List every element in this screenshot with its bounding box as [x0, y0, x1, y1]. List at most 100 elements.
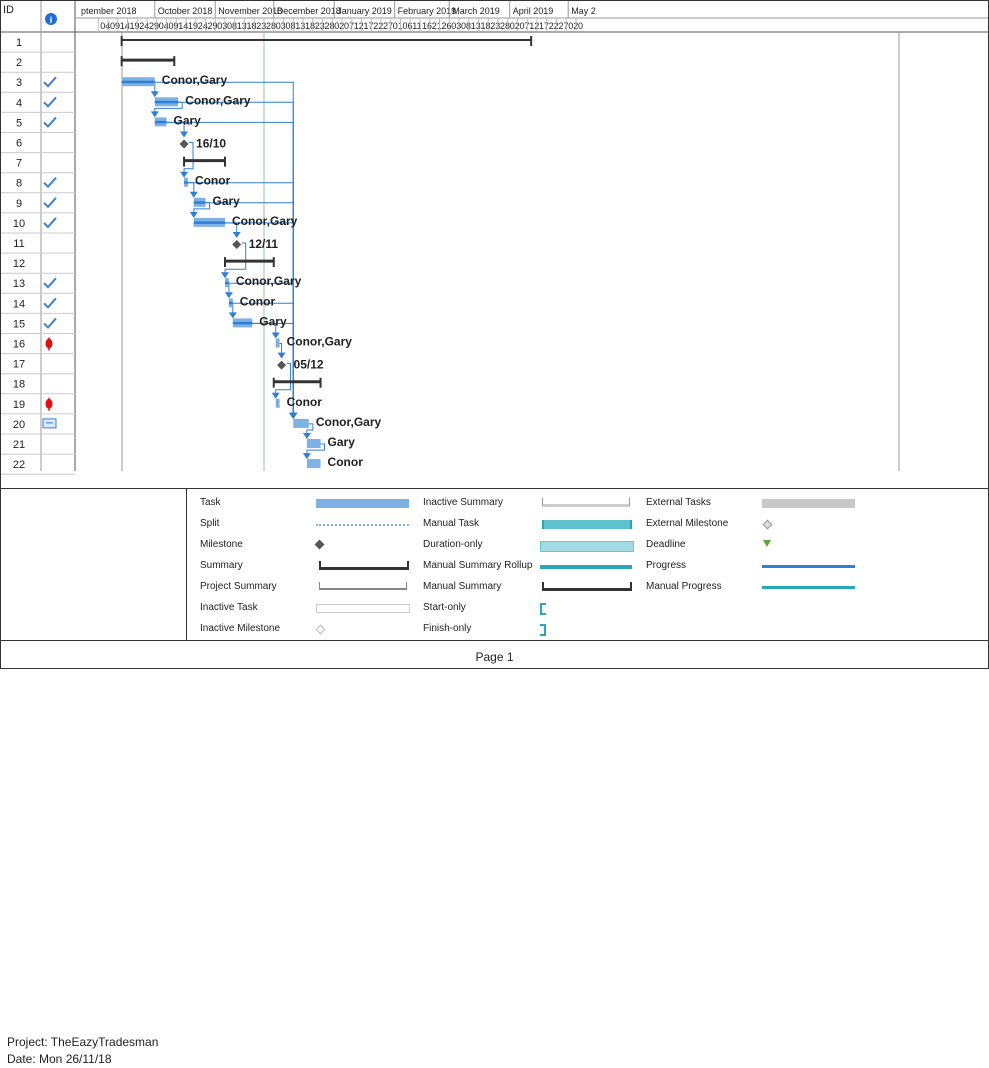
task-resource-label: Conor,Gary — [162, 73, 228, 87]
timescale-month-label: March 2019 — [452, 6, 500, 16]
row-id: 12 — [13, 258, 25, 270]
milestone-label: 12/11 — [249, 237, 279, 251]
timescale-day-label: 27 — [383, 21, 393, 31]
task-progress — [225, 281, 229, 285]
timescale-day-label: 18 — [305, 21, 315, 31]
timescale-day-label: 26 — [442, 21, 452, 31]
timescale-day-label: 23 — [315, 21, 325, 31]
timescale-day-label: 13 — [237, 21, 247, 31]
timescale-day-label: 18 — [247, 21, 257, 31]
timescale-day-label: 12 — [529, 21, 539, 31]
row-id: 15 — [13, 318, 25, 330]
checkmark-icon — [43, 177, 57, 189]
legend-label: Manual Summary — [423, 581, 502, 592]
timescale-day-label: 28 — [500, 21, 510, 31]
task-progress — [193, 221, 225, 224]
row-id: 8 — [16, 178, 22, 190]
task-resource-label: Gary — [259, 314, 287, 328]
timescale-day-label: 0 — [578, 21, 583, 31]
task-resource-label: Conor — [240, 294, 276, 308]
legend-project-summary-symbol — [319, 582, 407, 590]
legend-manual-task-symbol — [542, 520, 632, 529]
timescale-day-label: 03 — [276, 21, 286, 31]
checkmark-icon — [43, 217, 57, 229]
row-id: 7 — [16, 158, 22, 170]
timescale-month-label: April 2019 — [513, 6, 554, 16]
legend-task-symbol — [316, 499, 409, 508]
timescale-day-label: 23 — [256, 21, 266, 31]
timescale-month-label: ptember 2018 — [81, 6, 137, 16]
timescale-month-label: February 2019 — [398, 6, 457, 16]
row-id: 21 — [13, 439, 25, 451]
checkmark-icon — [43, 116, 57, 128]
timescale-day-label: 28 — [266, 21, 276, 31]
timescale-month-label: November 2018 — [218, 6, 282, 16]
timescale-day-label: 02 — [510, 21, 520, 31]
timescale-day-label: 19 — [188, 21, 198, 31]
legend-label: Manual Task — [423, 518, 479, 529]
dependency-link — [205, 202, 294, 418]
legend-manual-summary-rollup-symbol — [540, 565, 632, 569]
timescale-day-label: 28 — [325, 21, 335, 31]
legend-label: Split — [200, 518, 220, 529]
dependency-link — [224, 242, 247, 278]
link-arrowhead — [224, 292, 233, 299]
legend-finish-only-symbol — [540, 624, 546, 636]
legend-label: Project Summary — [200, 581, 277, 592]
legend-label: External Milestone — [646, 518, 729, 529]
timescale-month-label: December 2018 — [277, 6, 341, 16]
timescale-day-label: 18 — [481, 21, 491, 31]
milestone-diamond — [179, 139, 189, 149]
link-arrowhead — [180, 131, 189, 138]
link-arrowhead — [232, 232, 241, 238]
milestone-diamond — [232, 240, 242, 249]
legend-summary-symbol — [319, 561, 409, 570]
link-arrowhead — [189, 211, 198, 218]
timescale-day-label: 08 — [286, 21, 296, 31]
page-footer: Page 1 — [1, 640, 988, 669]
dependency-link — [306, 443, 326, 459]
task-resource-label: Conor — [287, 395, 323, 409]
legend-label: Finish-only — [423, 623, 472, 634]
timescale-day-label: 02 — [568, 21, 578, 31]
timescale-day-label: 08 — [227, 21, 237, 31]
task-progress — [154, 100, 179, 104]
timescale-day-label: 06 — [403, 21, 413, 31]
task-bar — [306, 459, 321, 469]
row-id: 13 — [13, 278, 25, 290]
task-bar — [275, 338, 280, 348]
timescale-day-label: 01 — [393, 21, 403, 31]
timescale-day-label: 29 — [208, 21, 218, 31]
legend-label: Deadline — [646, 539, 686, 550]
row-id: 11 — [13, 238, 24, 250]
page-number: Page 1 — [475, 650, 514, 664]
timescale-month-label: October 2018 — [158, 6, 213, 16]
task-bar — [306, 439, 321, 448]
task-progress — [154, 120, 167, 124]
link-arrowhead — [150, 91, 159, 98]
timescale-day-label: 22 — [373, 21, 383, 31]
link-arrowhead — [221, 272, 229, 279]
link-arrowhead — [271, 392, 280, 399]
timescale-month-label: January 2019 — [337, 6, 392, 16]
project-name: Project: TheEazyTradesman — [7, 1035, 159, 1049]
timescale-day-label: 17 — [539, 21, 549, 31]
legend-inactive-summary-symbol — [542, 498, 630, 507]
task-resource-label: Conor,Gary — [185, 93, 251, 107]
checkmark-icon — [43, 197, 57, 209]
task-resource-label: Gary — [174, 113, 202, 127]
legend-label: Milestone — [200, 539, 243, 550]
dependency-link — [275, 363, 292, 398]
checkmark-icon — [43, 96, 57, 108]
id-column-header: ID — [3, 4, 14, 16]
dependency-link — [306, 423, 314, 438]
link-arrowhead — [180, 171, 189, 178]
row-id: 18 — [13, 379, 25, 391]
project-date: Date: Mon 26/11/18 — [7, 1052, 112, 1066]
timescale-day-label: 22 — [549, 21, 559, 31]
row-id: 19 — [13, 399, 25, 411]
legend-split-symbol — [316, 524, 409, 526]
row-id: 9 — [16, 198, 22, 210]
link-arrowhead — [289, 412, 298, 419]
